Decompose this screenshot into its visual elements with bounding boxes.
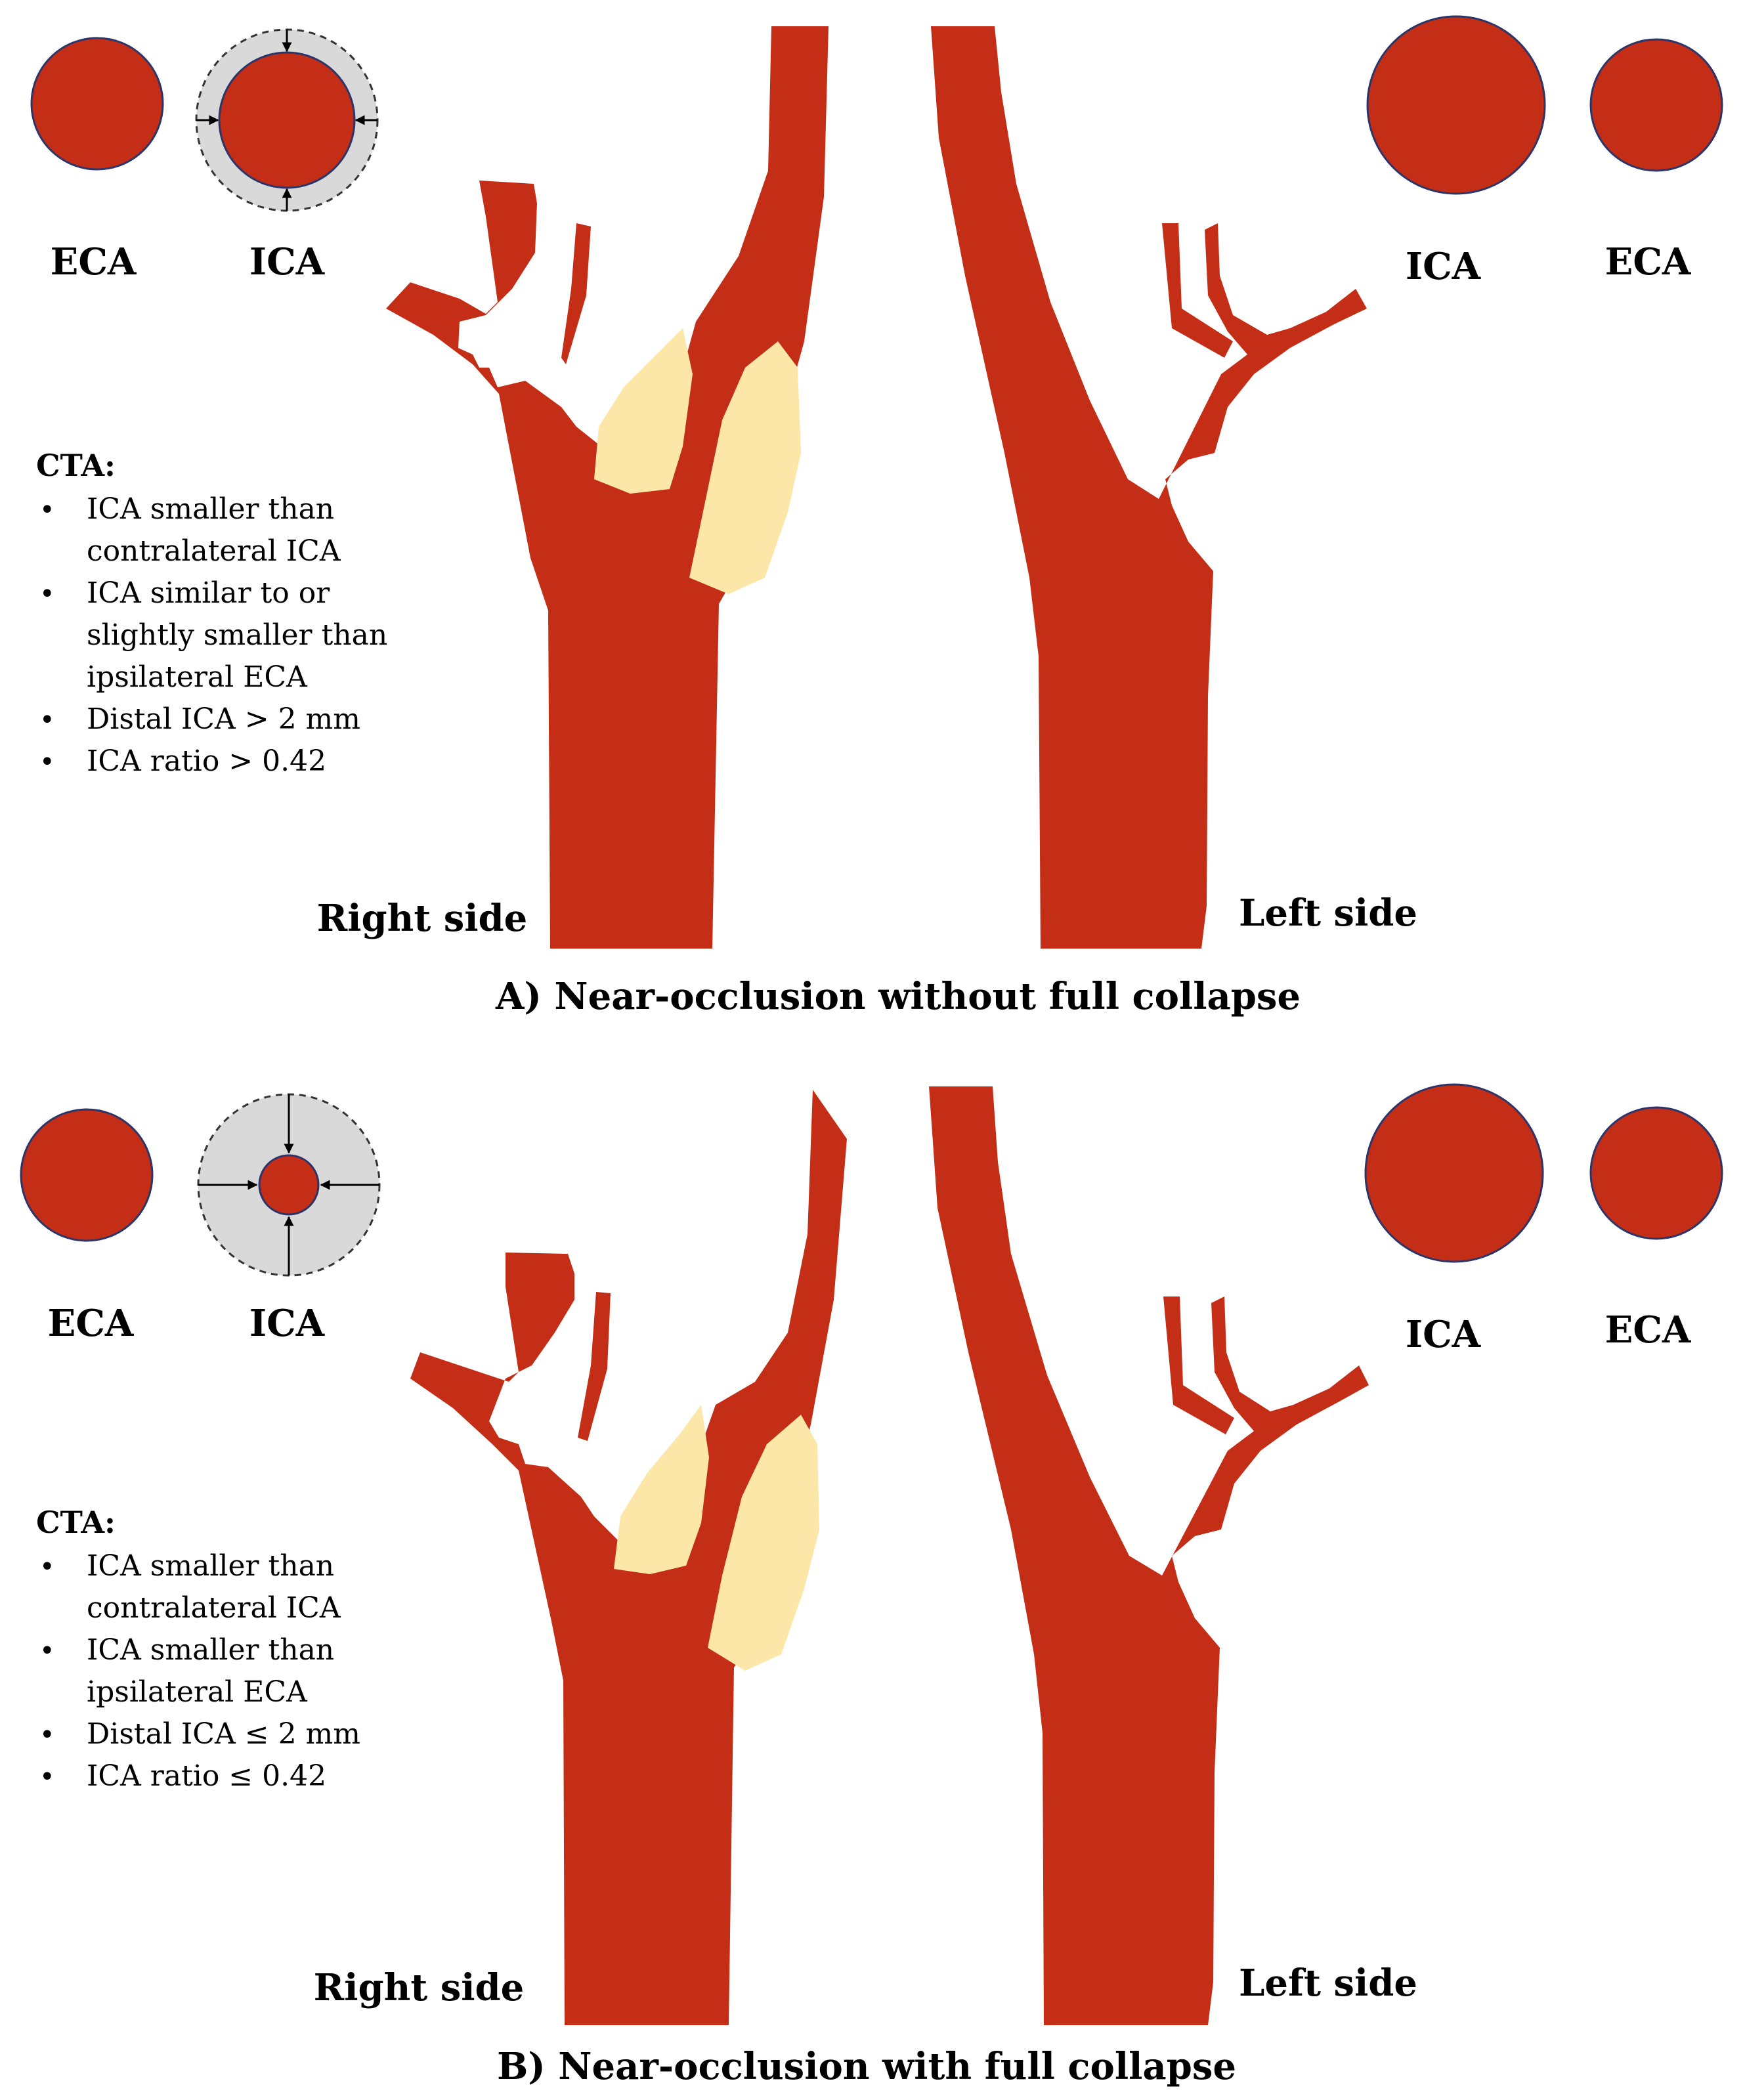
cta-bullet-line: ICA ratio > 0.42 (87, 744, 326, 778)
bullet-glyph: • (39, 705, 55, 735)
panel-b: ECA ICA ICA ECA CTA: • ICA smaller than co… (20, 1083, 1723, 2088)
left-eca-circle-b (1589, 1106, 1723, 1240)
bullet-glyph: • (39, 1720, 55, 1750)
right-cross-sections-a: ECA ICA (30, 28, 379, 284)
right-eca-circle-b (20, 1108, 154, 1242)
left-carotid-a (931, 26, 1367, 949)
inward-arrows-ring-icon (196, 30, 377, 211)
cta-title-b: CTA: (36, 1505, 116, 1540)
right-side-label-a: Right side (317, 897, 528, 940)
left-ica-label-a: ICA (1406, 245, 1482, 288)
right-eca-upper-branch-a (561, 223, 591, 364)
right-eca-label-b: ECA (48, 1302, 135, 1345)
bullet-glyph: • (39, 495, 55, 525)
right-eca-upper-branch-b (578, 1292, 611, 1441)
left-eca-circle-a (1589, 38, 1723, 172)
left-ica-circle-a (1366, 15, 1546, 195)
ica-lumen-b (258, 1154, 320, 1216)
cta-bullet-line: ipsilateral ECA (87, 1675, 308, 1709)
left-eca-label-a: ECA (1605, 240, 1692, 284)
right-ica-label-a: ICA (249, 240, 326, 284)
left-cca-ica-vessel-b (929, 1086, 1369, 2025)
bullet-glyph: • (39, 579, 55, 609)
right-eca-circle-a (30, 37, 164, 171)
inward-arrows-ring-icon (198, 1094, 379, 1275)
cta-bullet-list-b: • ICA smaller than contralateral ICA • ICA s… (39, 1549, 360, 1793)
right-ica-circle-a (195, 28, 379, 212)
cta-bullet-line: ipsilateral ECA (87, 660, 308, 694)
bullet-glyph: • (39, 1762, 55, 1792)
cta-bullet-line: contralateral ICA (87, 534, 341, 568)
left-side-label-a: Left side (1239, 891, 1417, 935)
bullet-glyph: • (39, 1552, 55, 1582)
right-ica-label-b: ICA (249, 1302, 326, 1345)
cta-bullet-line: ICA smaller than (87, 1549, 334, 1583)
panel-b-caption: B) Near-occlusion with full collapse (497, 2045, 1236, 2088)
cta-bullet-line: Distal ICA ≤ 2 mm (87, 1717, 360, 1751)
cta-bullet-line: ICA smaller than (87, 492, 334, 526)
cta-bullet-line: contralateral ICA (87, 1591, 341, 1625)
cta-bullet-line: ICA smaller than (87, 1633, 334, 1667)
left-carotid-b (929, 1086, 1369, 2025)
right-cross-sections-b: ECA ICA (20, 1093, 381, 1345)
left-cross-sections-b: ICA ECA (1364, 1083, 1723, 1356)
right-plaque-lower-b (708, 1415, 819, 1671)
right-plaque-upper-b (614, 1405, 709, 1574)
cta-bullet-line: ICA similar to or (87, 576, 330, 610)
right-plaque-lower-a (689, 341, 801, 594)
cta-bullet-line: ICA ratio ≤ 0.42 (87, 1759, 326, 1793)
cta-bullet-list-a: • ICA smaller than contralateral ICA • ICA s… (39, 492, 387, 778)
right-ica-circle-b (197, 1093, 381, 1277)
right-eca-label-a: ECA (51, 240, 137, 284)
right-plaque-upper-a (594, 328, 693, 494)
left-side-label-b: Left side (1239, 1961, 1417, 2005)
bullet-glyph: • (39, 1636, 55, 1666)
cta-bullet-line: slightly smaller than (87, 618, 387, 652)
left-ica-circle-b (1364, 1083, 1544, 1263)
panel-a: ECA ICA ICA ECA CTA: • ICA smaller than co… (30, 15, 1723, 1018)
right-side-label-b: Right side (314, 1966, 525, 2009)
left-cross-sections-a: ICA ECA (1366, 15, 1723, 288)
left-ica-label-b: ICA (1406, 1313, 1482, 1356)
left-cca-ica-vessel-a (931, 26, 1367, 949)
right-carotid-b (410, 1090, 847, 2025)
panel-a-caption: A) Near-occlusion without full collapse (495, 975, 1301, 1018)
right-cca-ica-vessel-a (386, 26, 829, 949)
left-eca-label-b: ECA (1605, 1308, 1692, 1352)
left-eca-upper-branch-b (1163, 1296, 1234, 1434)
right-carotid-a (386, 26, 829, 949)
cta-bullet-line: Distal ICA > 2 mm (87, 702, 360, 736)
bullet-glyph: • (39, 747, 55, 777)
left-eca-upper-branch-a (1162, 223, 1233, 358)
ica-lumen-a (218, 51, 356, 189)
cta-title-a: CTA: (36, 448, 116, 483)
